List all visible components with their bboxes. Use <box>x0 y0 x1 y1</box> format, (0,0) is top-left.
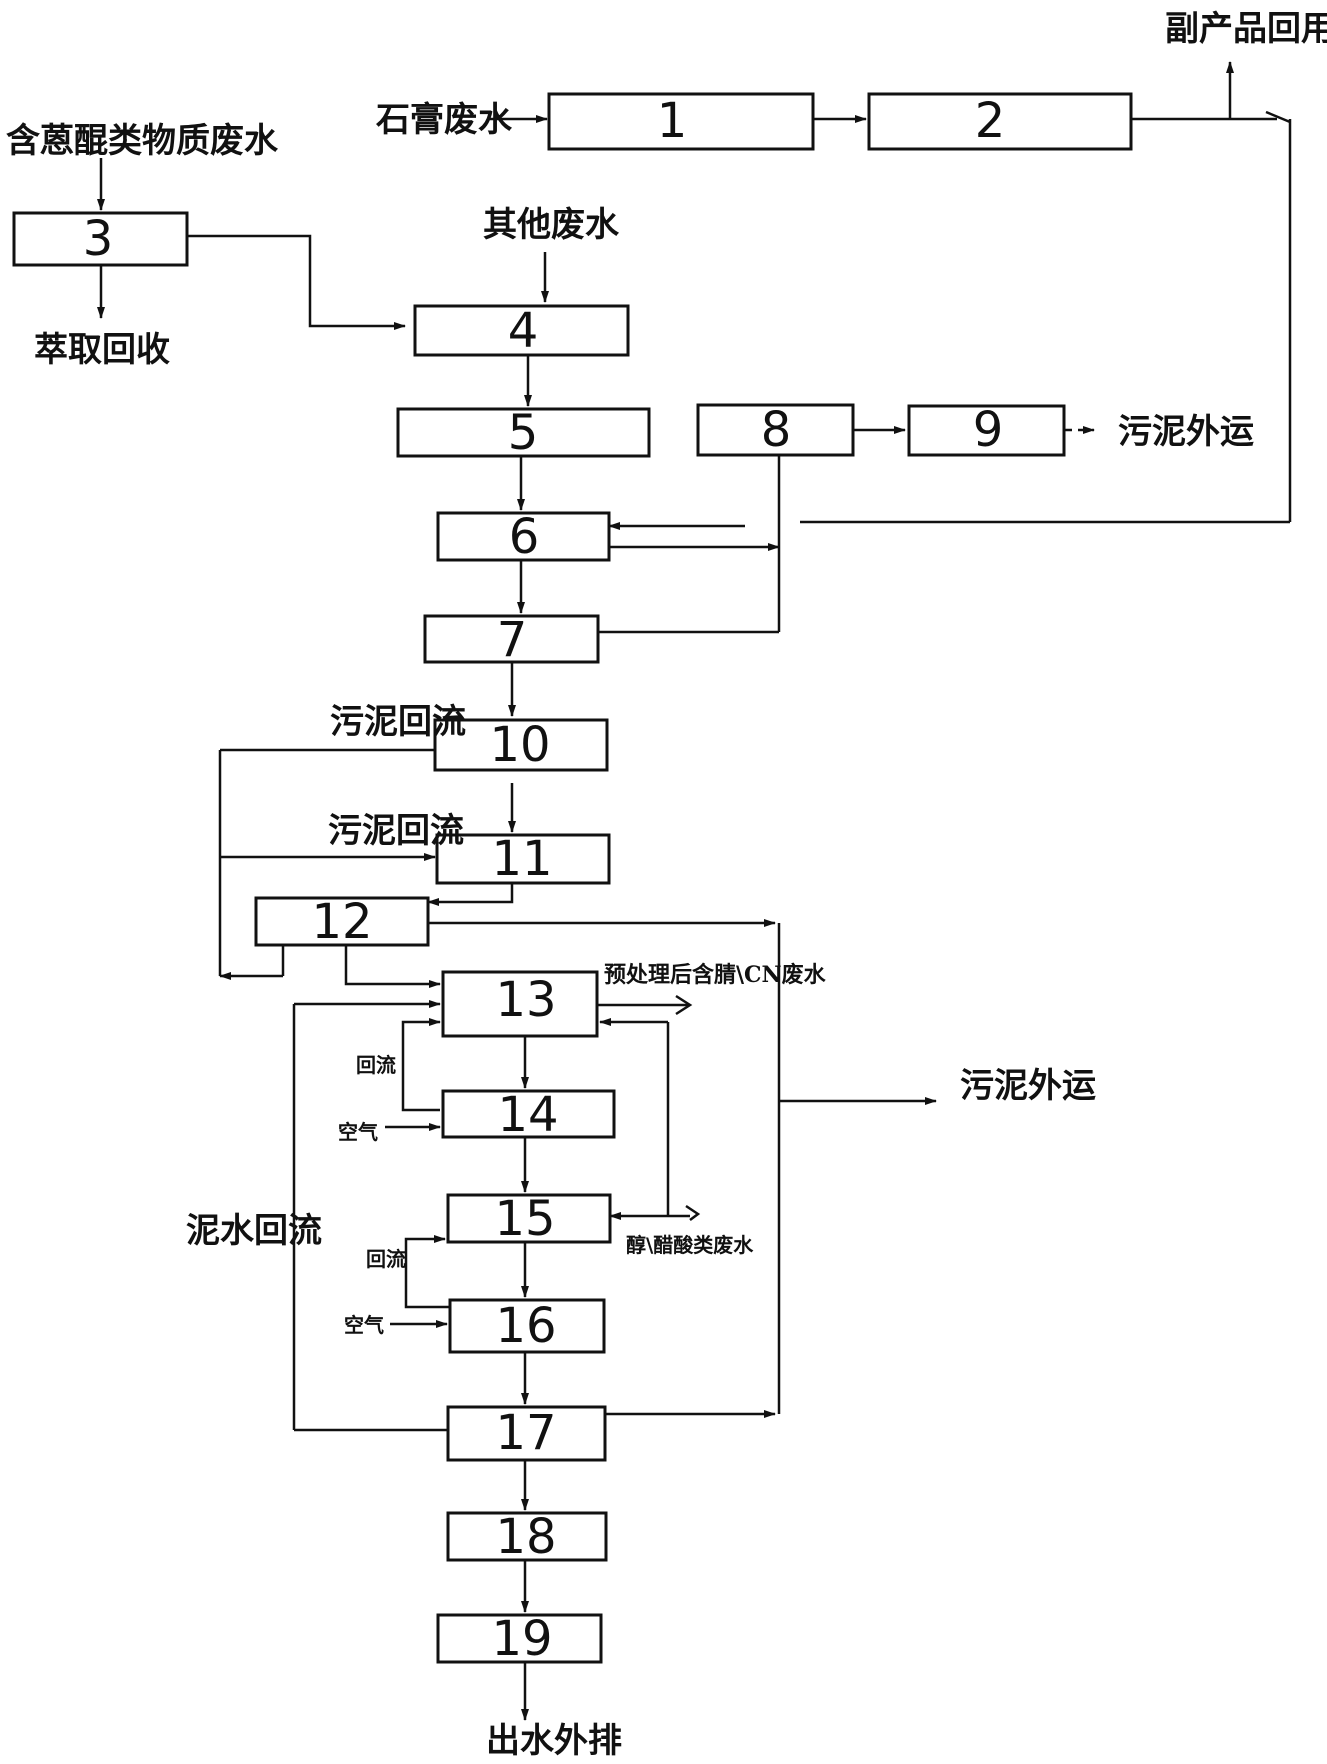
byproduct-reuse-label: 副产品回用 <box>1165 9 1327 49</box>
box-15-label: 15 <box>494 1191 555 1247</box>
box-10: 10 <box>433 717 609 773</box>
air-14-label: 空气 <box>338 1120 378 1144</box>
effluent-discharge-label: 出水外排 <box>486 1721 622 1761</box>
return-14-label: 回流 <box>356 1053 396 1077</box>
box-12-label: 12 <box>311 894 372 950</box>
other-wastewater-label: 其他废水 <box>483 205 620 245</box>
box-16-label: 16 <box>495 1298 556 1354</box>
box-2-label: 2 <box>975 93 1006 149</box>
box-10-label: 10 <box>489 717 550 773</box>
box-14-label: 14 <box>497 1087 558 1143</box>
alcohol-wastewater-label: 醇\醋酸类废水 <box>626 1233 754 1257</box>
box-3: 3 <box>12 211 189 267</box>
box-18: 18 <box>446 1509 608 1565</box>
box-18-label: 18 <box>495 1509 556 1565</box>
box-15: 15 <box>446 1191 612 1247</box>
box-19: 19 <box>436 1611 603 1667</box>
box-14: 14 <box>441 1087 616 1143</box>
box-3-label: 3 <box>83 211 114 267</box>
box-2: 2 <box>867 92 1133 151</box>
box-1-label: 1 <box>657 93 688 149</box>
16-return-to-15-arrow <box>404 1235 450 1309</box>
box-4: 4 <box>413 303 630 359</box>
box-17: 17 <box>446 1405 607 1462</box>
12-to-13-arrow <box>344 945 441 988</box>
box-4-label: 4 <box>508 303 539 359</box>
box-9: 9 <box>907 402 1066 458</box>
box-5: 5 <box>396 405 651 461</box>
box-6-label: 6 <box>509 509 540 565</box>
mud-water-return-label: 泥水回流 <box>186 1211 322 1251</box>
box-13-label: 13 <box>495 972 556 1028</box>
box-16: 16 <box>448 1298 606 1354</box>
right-return-tick <box>1265 110 1291 124</box>
connectors <box>97 61 1292 1721</box>
sludge-outbound-right-label: 污泥外运 <box>960 1066 1096 1106</box>
14-return-to-13-arrow <box>401 1018 441 1112</box>
sludge-return-11-label: 污泥回流 <box>328 811 464 851</box>
box-8: 8 <box>696 402 855 458</box>
extraction-recovery-label: 萃取回收 <box>34 330 170 370</box>
box-11: 11 <box>435 831 611 887</box>
box-7-label: 7 <box>497 612 528 668</box>
box-9-label: 9 <box>973 402 1004 458</box>
sludge-return-10-label: 污泥回流 <box>330 702 466 742</box>
return-16-label: 回流 <box>366 1247 406 1271</box>
gypsum-wastewater-label: 石膏废水 <box>375 100 513 140</box>
cn-inlet-squiggle <box>675 994 693 1016</box>
box-13: 13 <box>441 970 599 1038</box>
3-to-4-arrow <box>187 234 406 330</box>
11-to-12-arrow <box>427 883 514 906</box>
alcohol-inlet-squiggle <box>685 1204 701 1221</box>
box-5-label: 5 <box>508 405 539 461</box>
box-12: 12 <box>254 894 430 950</box>
box-7: 7 <box>423 612 600 668</box>
cn-wastewater-label: 预处理后含腈\CN废水 <box>604 962 827 988</box>
box-8-label: 8 <box>761 402 792 458</box>
air-16-label: 空气 <box>344 1313 384 1337</box>
sludge-outbound-top-label: 污泥外运 <box>1118 412 1254 452</box>
anthraquinone-wastewater-label: 含蒽醌类物质废水 <box>6 121 279 161</box>
box-17-label: 17 <box>495 1405 556 1461</box>
box-6: 6 <box>436 509 611 565</box>
box-19-label: 19 <box>491 1611 552 1667</box>
box-1: 1 <box>547 92 815 151</box>
box-11-label: 11 <box>491 831 552 887</box>
